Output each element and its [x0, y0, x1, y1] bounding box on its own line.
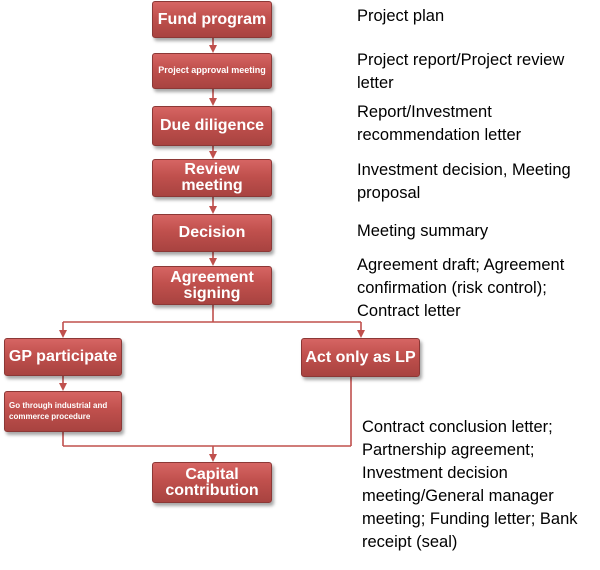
step-fund-program: Fund program [152, 1, 272, 38]
step-agreement-signing: Agreement signing [152, 266, 272, 305]
step-decision-label: Decision [178, 224, 246, 241]
step-review-meeting-label: Review meeting [181, 161, 243, 194]
step-decision: Decision [152, 214, 272, 252]
doc-agreement-draft: Agreement draft; Agreement confirmation … [357, 256, 565, 320]
step-capital-contribution: Capital contribution [152, 462, 272, 503]
step-industrial-commerce-label: Go through industrial and commerce proce… [9, 401, 108, 421]
step-act-only-as-lp: Act only as LP [301, 338, 420, 377]
step-capital-contribution-label: Capital contribution [165, 465, 259, 499]
step-due-diligence-label: Due diligence [159, 117, 265, 134]
doc-contract-conclusion: Contract conclusion letter; Partnership … [362, 418, 578, 551]
step-project-approval-meeting: Project approval meeting [152, 53, 272, 89]
doc-investment-decision: Investment decision, Meeting proposal [357, 161, 571, 202]
step-due-diligence: Due diligence [152, 106, 272, 146]
doc-meeting-summary: Meeting summary [357, 222, 489, 240]
step-gp-participate: GP participate [4, 338, 122, 376]
step-industrial-commerce-procedure: Go through industrial and commerce proce… [4, 391, 122, 432]
doc-project-report: Project report/Project review letter [357, 51, 565, 92]
step-review-meeting: Review meeting [152, 159, 272, 197]
doc-investment-recommendation: Report/Investment recommendation letter [357, 103, 522, 144]
step-gp-participate-label: GP participate [8, 348, 118, 365]
step-act-only-as-lp-label: Act only as LP [305, 348, 416, 366]
doc-project-plan: Project plan [357, 7, 445, 25]
step-project-approval-label: Project approval meeting [158, 65, 266, 76]
step-fund-program-label: Fund program [157, 10, 267, 28]
step-agreement-signing-label: Agreement signing [170, 268, 254, 302]
